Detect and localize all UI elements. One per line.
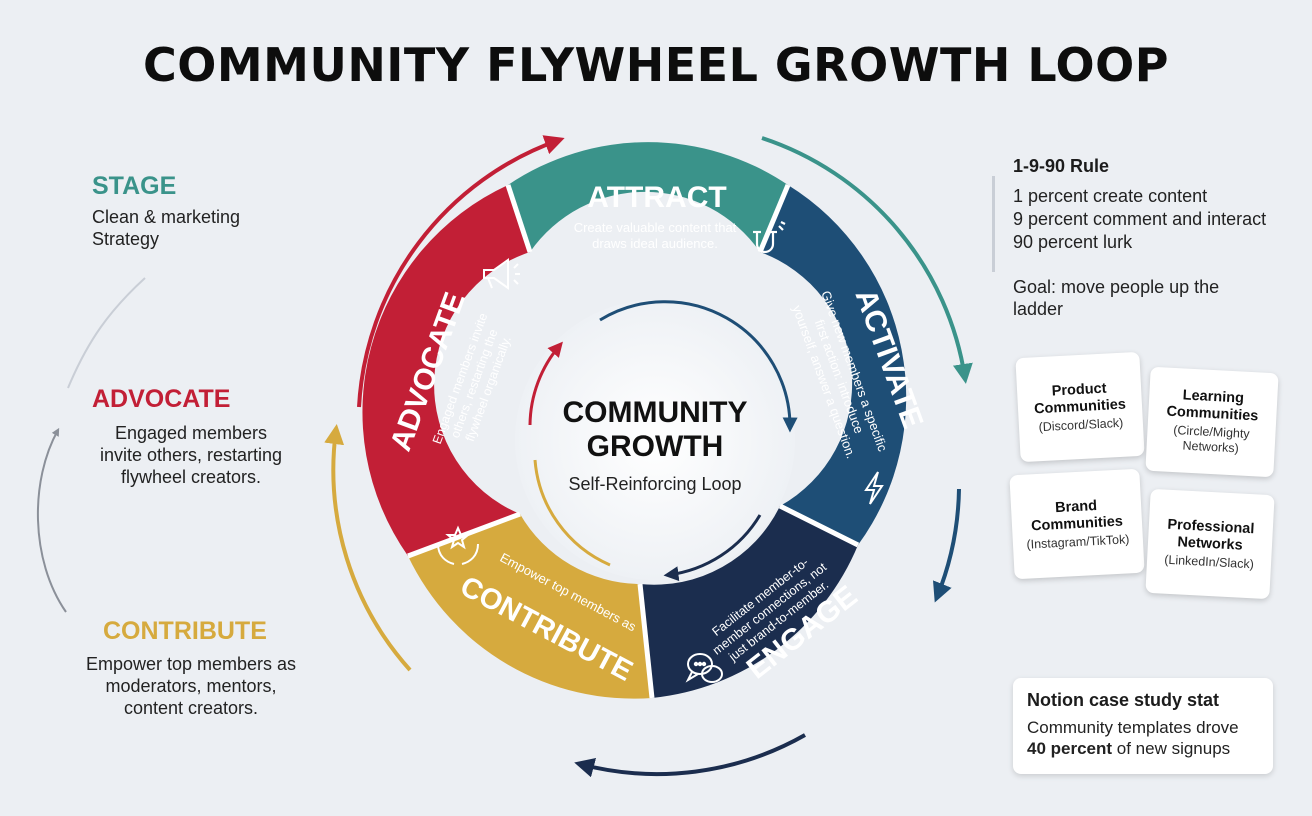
center-subtitle: Self-Reinforcing Loop [568, 474, 741, 494]
card-platforms: (Discord/Slack) [1038, 415, 1124, 434]
outer-arrow-teal [761, 136, 973, 384]
community-card-brand: Brand Communities (Instagram/TikTok) [1009, 468, 1145, 580]
left-stage-text: Clean & marketing Strategy [92, 206, 240, 250]
left-stage-line2: Strategy [92, 229, 160, 249]
inner-arrow-1 [599, 300, 798, 433]
left-contribute-line1: Empower top members as [85, 654, 297, 674]
left-advocate-line1: Engaged members [114, 423, 268, 443]
rule-line-1: 1 percent create content [1013, 186, 1208, 206]
stat-highlight: 40 percent [1027, 739, 1113, 758]
center-title-line1: COMMUNITY [563, 396, 748, 429]
megaphone-icon [483, 258, 520, 290]
outer-arrow-red [357, 135, 565, 408]
hands-star-icon [437, 525, 479, 565]
segment-attract [508, 142, 788, 252]
rule-line-2: 9 percent comment and interact [1013, 209, 1267, 229]
left-advocate-line3: flywheel creators. [120, 467, 262, 487]
chat-icon [685, 653, 723, 683]
outer-arrow-gold [324, 424, 412, 672]
inner-arrow-3 [533, 459, 611, 567]
stat-box: Notion case study stat Community templat… [1013, 678, 1273, 774]
left-advocate-line2: invite others, restarting [99, 445, 283, 465]
left-contribute-heading: CONTRIBUTE [103, 617, 267, 645]
left-contribute-text: Empower top members as moderators, mento… [80, 653, 302, 719]
center-title-line2: GROWTH [587, 430, 724, 463]
rule-divider [992, 176, 995, 272]
lightning-icon [864, 471, 884, 505]
center-circle [515, 300, 795, 580]
left-advocate-heading: ADVOCATE [92, 385, 231, 413]
attract-desc-line2: draws ideal audience. [592, 236, 718, 251]
segment-advocate [362, 185, 530, 556]
left-contribute-line2: moderators, mentors, [105, 676, 277, 696]
left-gray-arrow [36, 427, 67, 613]
card-name: Product Communities [1033, 380, 1127, 417]
attract-desc-line1: Create valuable content that [574, 220, 737, 235]
card-platforms: (Instagram/TikTok) [1026, 531, 1130, 552]
rule-title: 1-9-90 Rule [1013, 156, 1110, 176]
outer-arrow-blue [932, 488, 961, 603]
left-stage-line1: Clean & marketing [92, 207, 241, 227]
community-card-professional: Professional Networks (LinkedIn/Slack) [1145, 488, 1275, 600]
rule-line-3: 90 percent lurk [1013, 232, 1133, 252]
left-gray-line [67, 277, 146, 389]
inner-arrow-2 [663, 514, 762, 582]
page-title: COMMUNITY FLYWHEEL GROWTH LOOP [143, 38, 1169, 92]
segment-engage [640, 506, 858, 698]
community-card-product: Product Communities (Discord/Slack) [1015, 351, 1145, 463]
attract-label: ATTRACT [587, 181, 726, 214]
card-name: Learning Communities [1166, 387, 1259, 425]
segment-activate [760, 185, 907, 545]
stat-title: Notion case study stat [1027, 690, 1220, 710]
card-platforms: (LinkedIn/Slack) [1163, 552, 1255, 571]
outer-arrow-navy [574, 733, 806, 778]
left-contribute-line3: content creators. [123, 698, 259, 718]
community-card-learning: Learning Communities (Circle/Mighty Netw… [1145, 366, 1279, 478]
left-stage-heading: STAGE [92, 172, 177, 200]
magnet-icon [753, 221, 786, 254]
card-platforms: (Circle/Mighty Networks) [1172, 422, 1250, 456]
inner-arrow-4 [528, 341, 563, 426]
stat-body: Community templates drove 40 percent of … [1027, 717, 1259, 759]
rule-goal: Goal: move people up the ladder [1013, 277, 1220, 319]
stat-rest: of new signups [1112, 739, 1231, 758]
card-name: Professional Networks [1167, 516, 1255, 554]
stat-line1: Community templates drove [1027, 718, 1239, 737]
card-name: Brand Communities [1030, 497, 1124, 534]
left-advocate-text: Engaged members invite others, restartin… [80, 422, 302, 488]
